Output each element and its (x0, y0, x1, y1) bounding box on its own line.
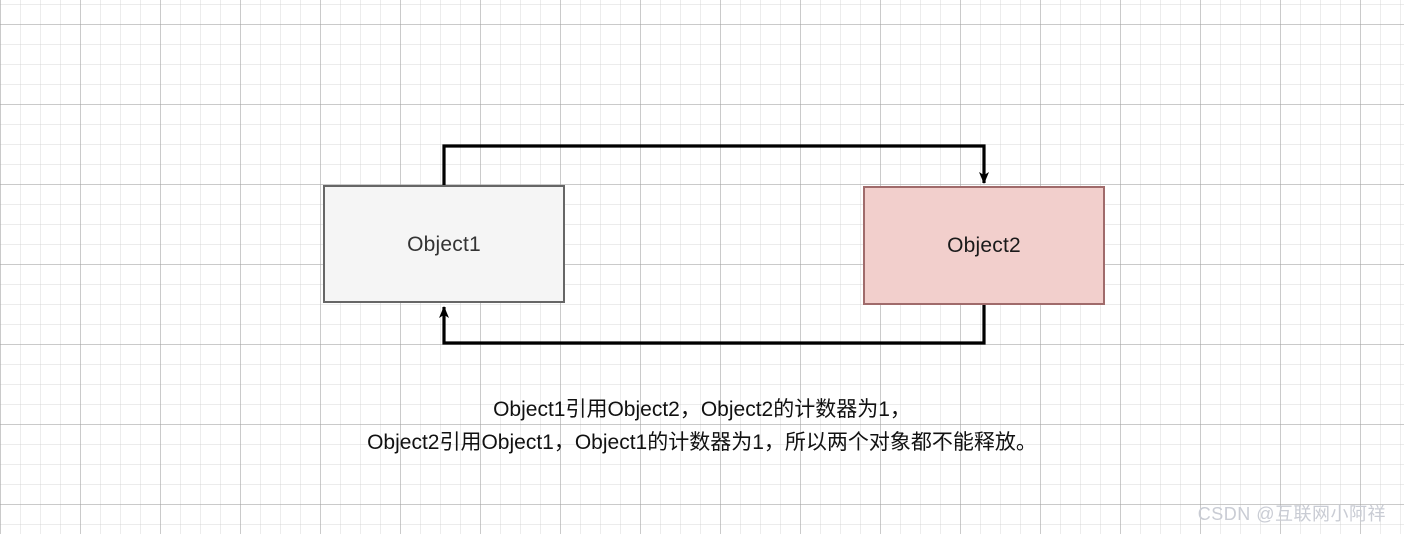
caption-line-1: Object1引用Object2，Object2的计数器为1， (493, 398, 911, 421)
node-object1-label: Object1 (407, 232, 481, 256)
node-object2-label: Object2 (947, 234, 1021, 257)
node-object1[interactable]: Object1 (323, 185, 565, 303)
connector-object1-to-object2 (442, 144, 989, 185)
connector-object2-to-object1 (439, 305, 986, 345)
node-object2[interactable]: Object2 (863, 186, 1105, 305)
watermark: CSDN @互联网小阿祥 (1197, 504, 1386, 524)
diagram-caption: Object1引用Object2，Object2的计数器为1， Object2引… (0, 393, 1404, 459)
caption-line-2: Object2引用Object1，Object1的计数器为1，所以两个对象都不能… (367, 431, 1037, 454)
